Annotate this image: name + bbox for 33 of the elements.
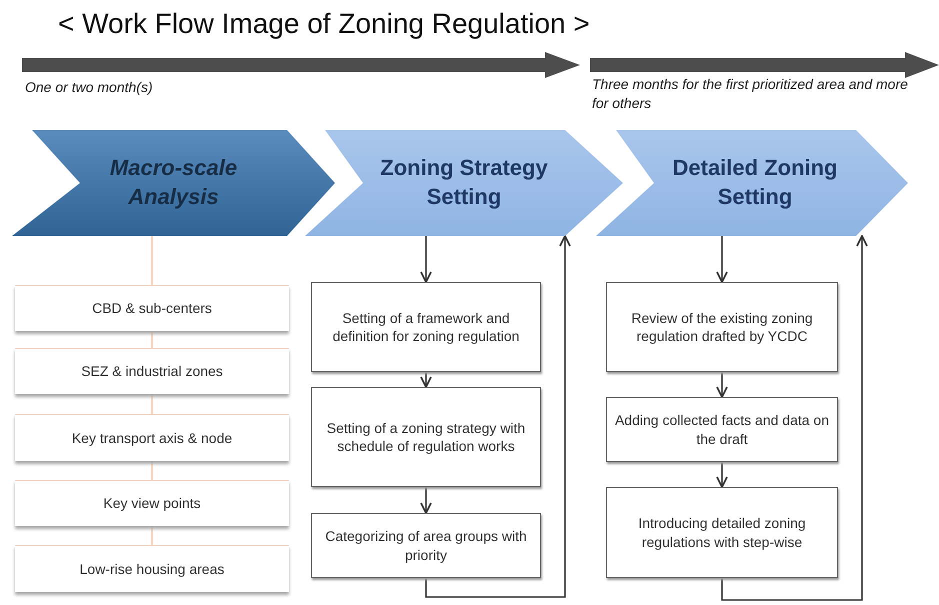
chevron-step [596,130,908,236]
arrow [716,462,728,488]
chevron-step [12,130,335,236]
arrow [721,235,868,601]
process-box: Adding collected facts and data on the draft [606,397,838,462]
connector-line [151,526,153,545]
title: < Work Flow Image of Zoning Regulation > [58,8,590,40]
process-box: Introducing detailed zoning regulations with step-wise [606,487,838,578]
chevron-step [305,130,623,236]
arrow [716,372,728,398]
connector-line [151,331,153,348]
arrow [420,487,432,514]
step-title: Macro-scale Analysis [108,154,238,211]
time-note: One or two month(s) [25,78,154,97]
topic-box: Low-rise housing areas [15,545,289,592]
time-note: Three months for the first prioritized area and more for others [592,75,909,113]
process-box: Setting of a framework and definition for zoning regulation [311,282,541,372]
topic-box: CBD & sub-centers [15,285,289,331]
arrow [425,235,571,598]
process-box: Categorizing of area groups with priority [311,513,541,578]
process-box: Setting of a zoning strategy with schedule of regulation works [311,387,541,487]
connector-line [151,236,153,285]
connector-line [151,394,153,414]
arrow [420,372,432,388]
topic-box: Key transport axis & node [15,414,289,461]
arrow [420,236,432,283]
step-title: Zoning Strategy Setting [379,154,549,211]
process-box: Review of the existing zoning regulation drafted by YCDC [606,282,838,372]
step-title: Detailed Zoning Setting [672,154,838,211]
connector-line [151,461,153,480]
topic-box: SEZ & industrial zones [15,348,289,394]
arrow [716,236,728,283]
topic-box: Key view points [15,480,289,526]
